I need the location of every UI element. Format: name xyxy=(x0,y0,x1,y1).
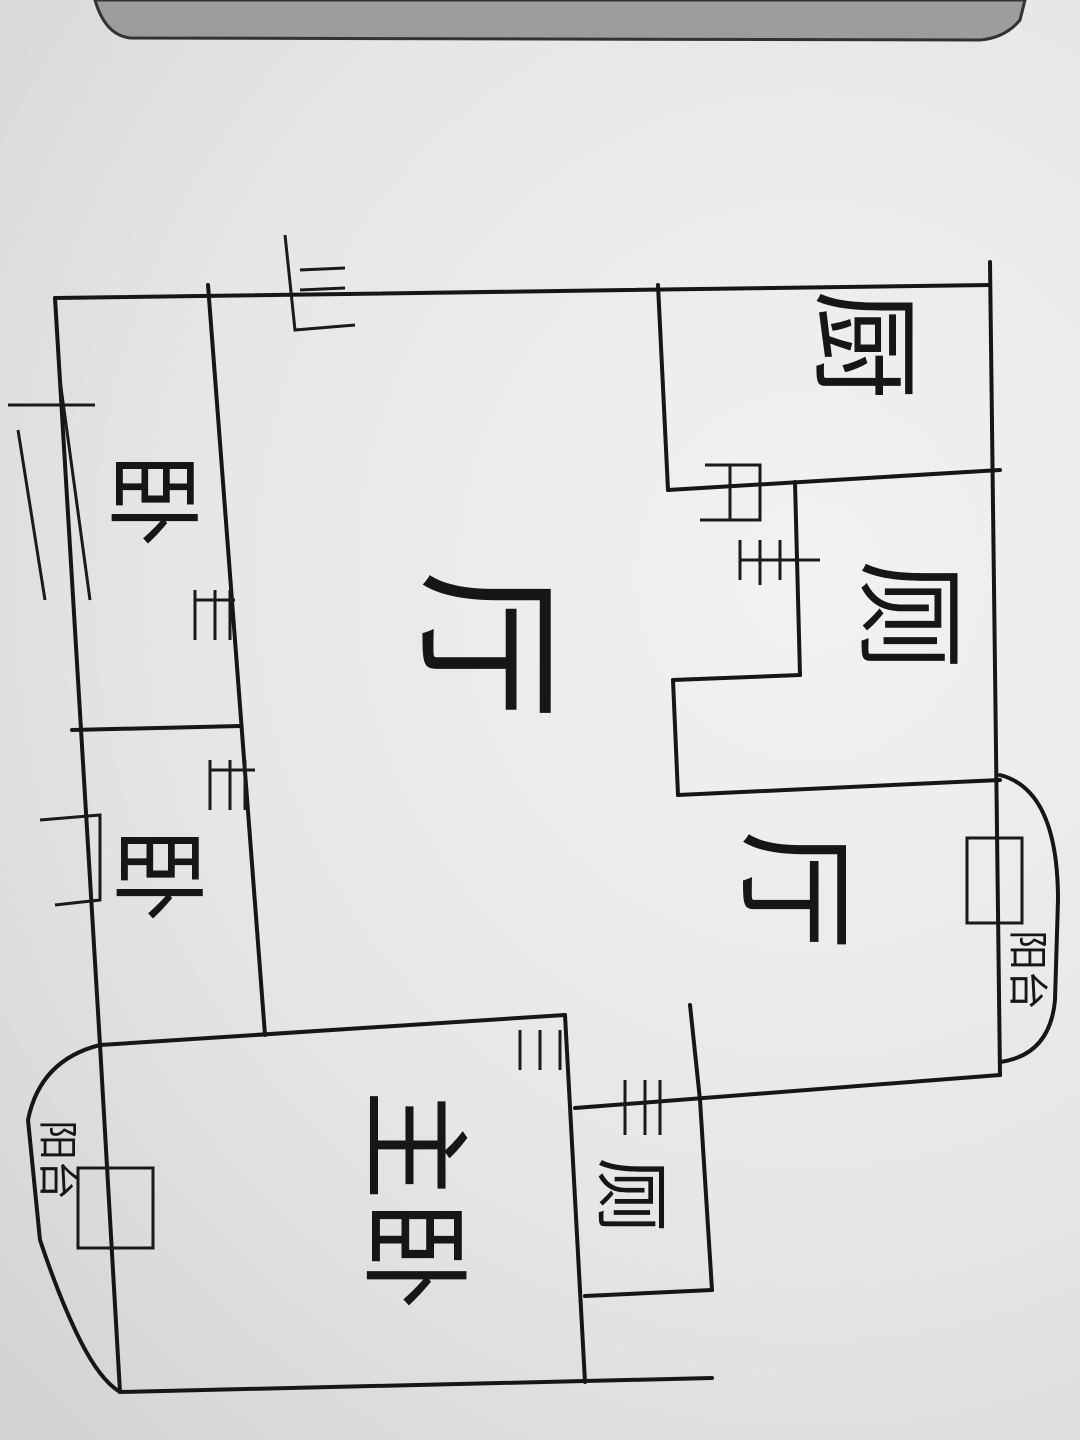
walls xyxy=(53,260,1002,1394)
label-kitchen: 厨 xyxy=(799,290,927,400)
windows xyxy=(8,234,1024,1250)
label-dining-hall: 厅 xyxy=(723,830,862,950)
label-living-hall: 厅 xyxy=(398,570,572,720)
label-balcony-right: 阳台 xyxy=(1004,930,1050,1010)
book-cover xyxy=(93,0,1027,42)
label-bedroom-2: 卧 xyxy=(101,827,211,922)
balcony-left-outline xyxy=(25,1043,122,1394)
label-balcony-left: 阳台 xyxy=(34,1120,80,1200)
label-master-bath: 厕 xyxy=(587,1157,675,1232)
label-bedroom-1: 卧 xyxy=(96,452,206,547)
label-toilet: 厕 xyxy=(844,560,972,670)
label-master-bedroom: 主卧 xyxy=(349,1090,477,1310)
balcony-right-outline xyxy=(998,773,1061,1064)
door-marks xyxy=(193,463,820,1135)
